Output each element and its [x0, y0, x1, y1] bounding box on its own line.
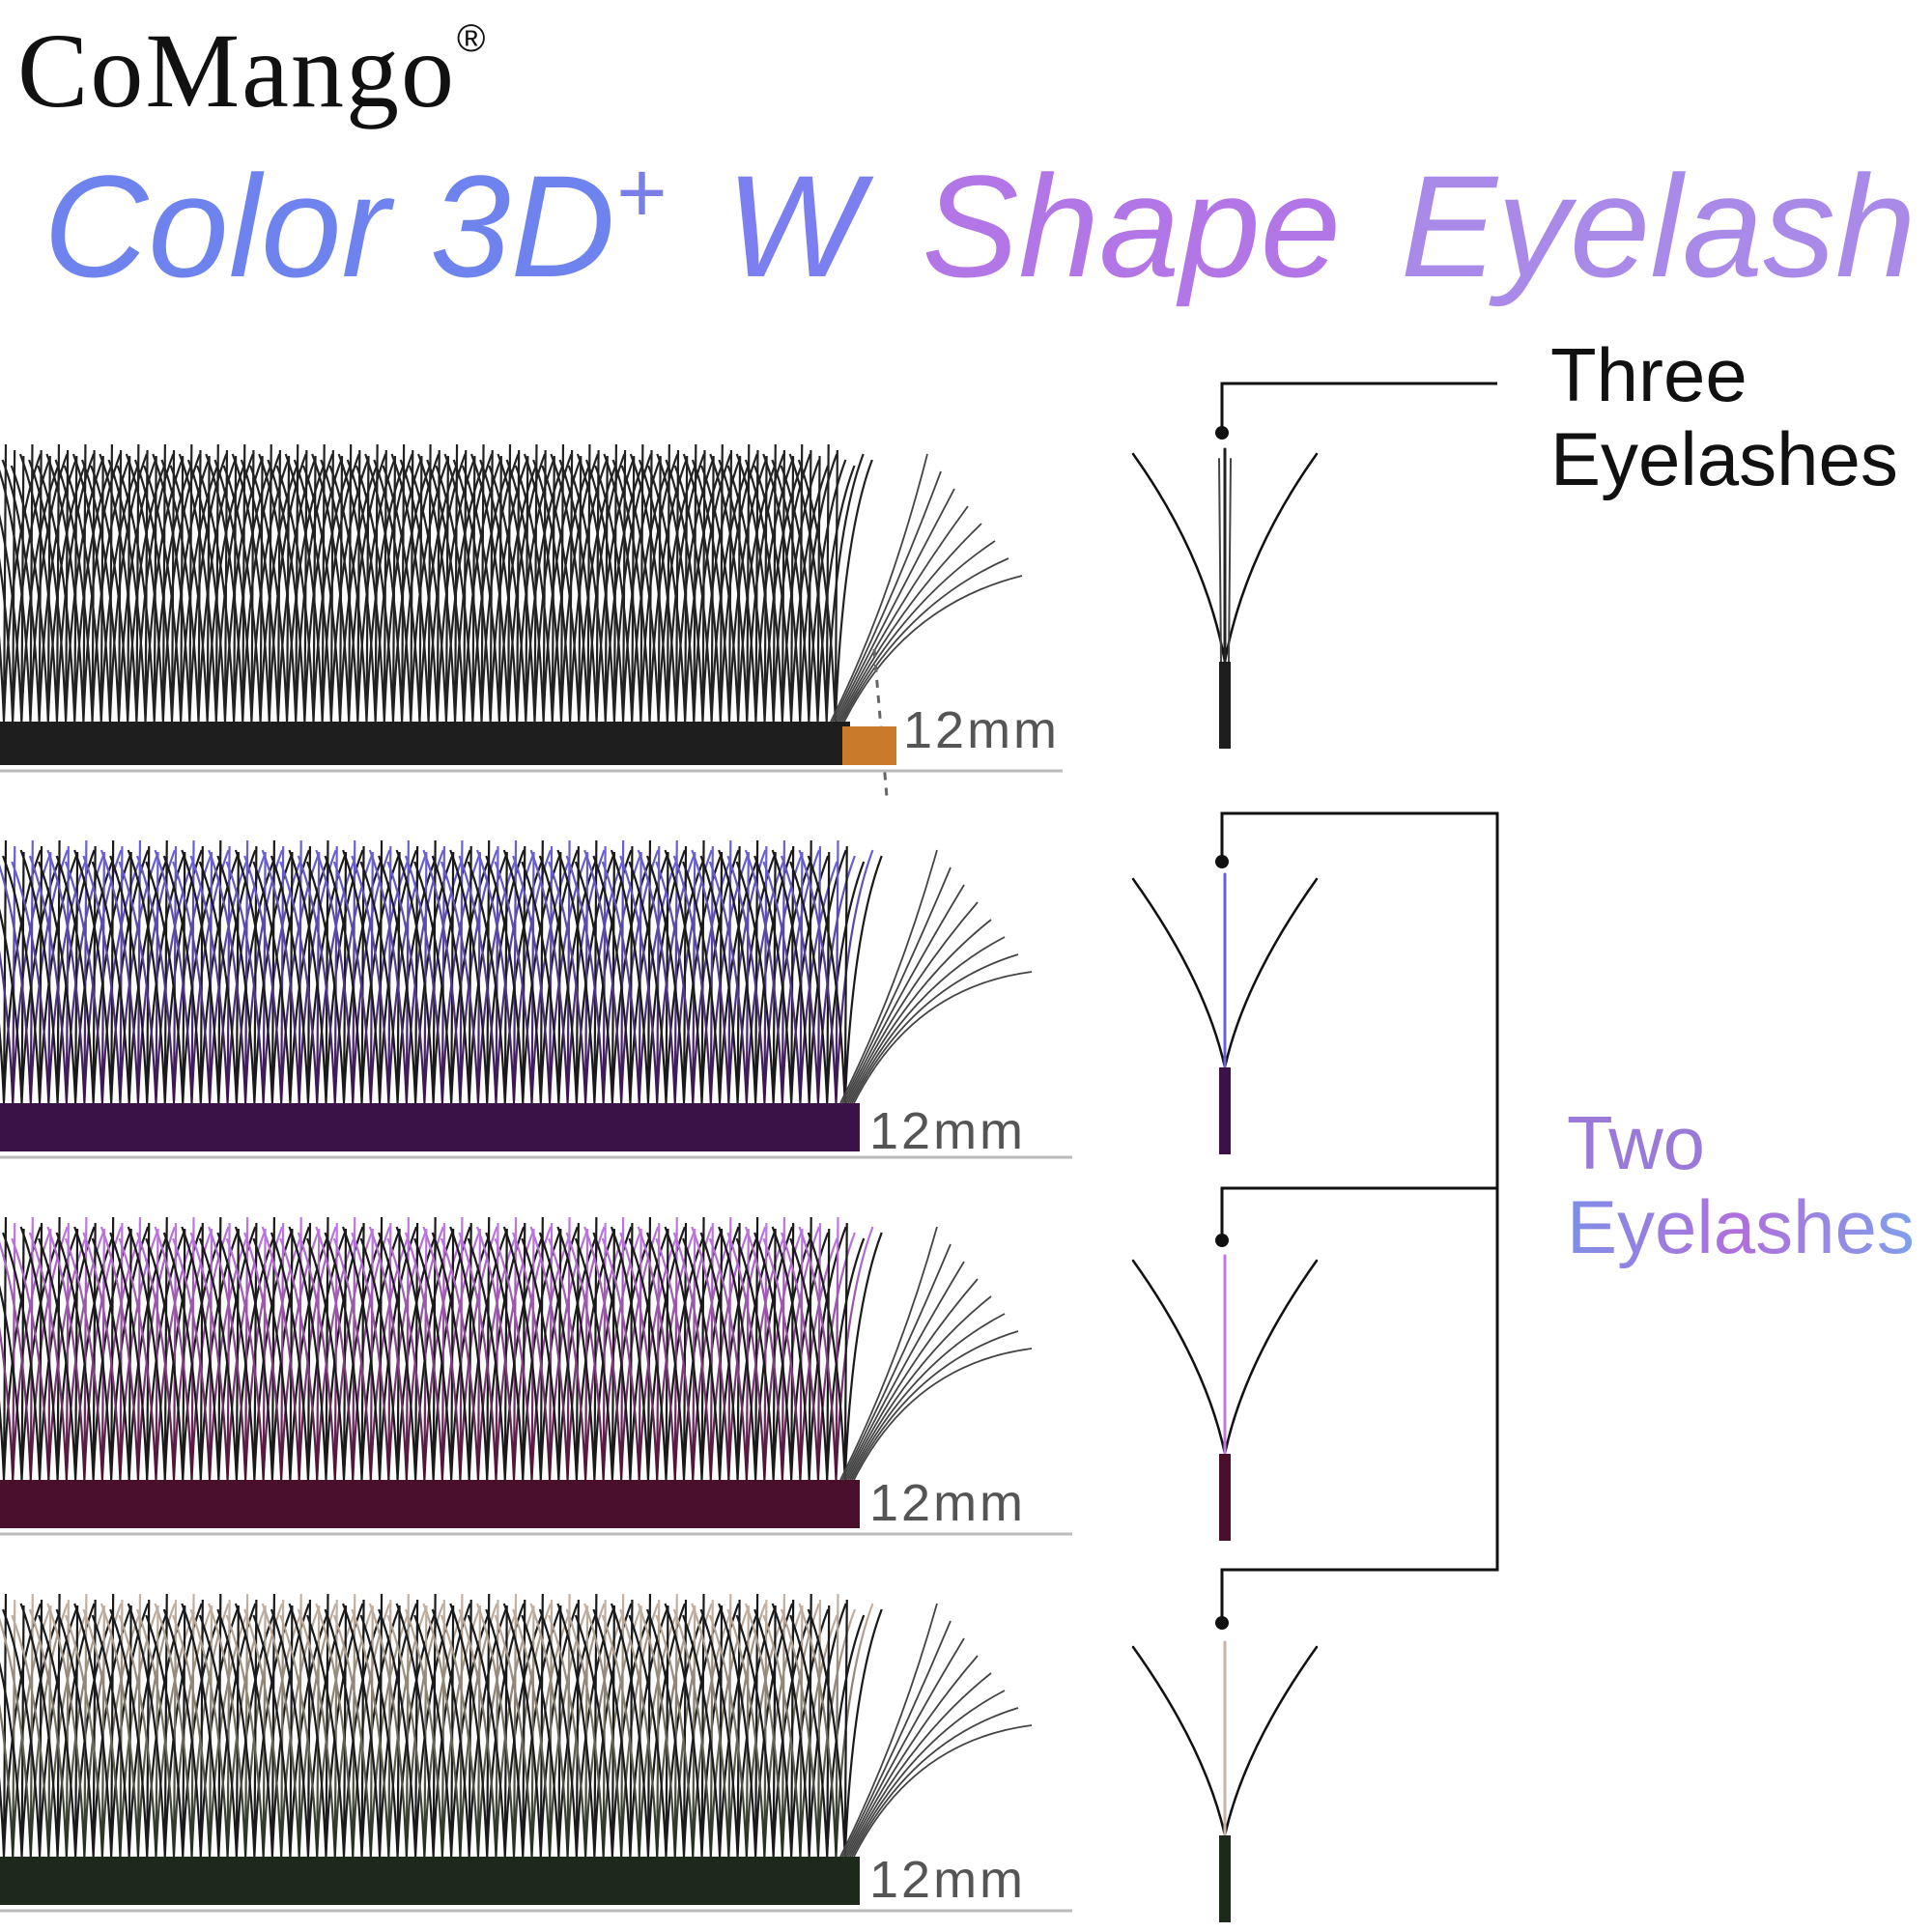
registered-mark: ® — [457, 17, 488, 60]
lash-band-black — [0, 722, 850, 765]
lash-strip-black — [0, 415, 1063, 773]
lash-strip-blue — [0, 811, 1072, 1159]
callout-three-line2: Eyelashes — [1550, 416, 1898, 502]
lash-strip-purple — [0, 1188, 1072, 1536]
brand-name: CoMango — [17, 12, 456, 129]
size-label-2: 12mm — [869, 1102, 1027, 1160]
lash-band-blue — [0, 1103, 860, 1151]
length-tag — [842, 726, 896, 765]
lash-strip-svg-blue — [0, 839, 1072, 1159]
headline-part-1: Color 3D — [43, 145, 615, 307]
headline-plus: + — [614, 145, 667, 242]
single-lash-black — [1131, 447, 1319, 749]
callout-three: Three Eyelashes — [1550, 332, 1898, 502]
size-label-4: 12mm — [869, 1851, 1027, 1909]
lash-strip-brown — [0, 1565, 1072, 1913]
lash-band-brown — [0, 1857, 860, 1905]
headline-part-2: W — [725, 145, 863, 307]
callout-two: Two Eyelashes — [1567, 1100, 1915, 1270]
callout-three-line1: Three — [1550, 332, 1747, 417]
lash-band-purple — [0, 1480, 860, 1528]
marker-dot-3 — [1215, 1234, 1229, 1247]
lash-strip-svg-brown — [0, 1593, 1072, 1913]
lash-strip-svg-purple — [0, 1216, 1072, 1536]
marker-dot-2 — [1215, 855, 1229, 868]
single-lash-purple — [1131, 1254, 1319, 1541]
brand-logo: CoMango ® — [17, 17, 485, 124]
size-label-1: 12mm — [903, 701, 1061, 759]
single-lash-brown — [1131, 1640, 1319, 1922]
marker-dot-4 — [1215, 1616, 1229, 1630]
callout-two-line1: Two — [1567, 1100, 1706, 1185]
headline-part-3: Shape — [922, 145, 1342, 307]
lash-strip-svg-black — [0, 443, 1063, 773]
headline-part-4: Eyelash — [1400, 145, 1917, 307]
marker-dot-1 — [1215, 426, 1229, 440]
connector-lines — [1220, 382, 1499, 1623]
size-label-3: 12mm — [869, 1474, 1027, 1532]
headline: Color 3D+ W Shape Eyelash — [43, 150, 1916, 298]
measure-line — [872, 648, 889, 798]
single-lash-blue — [1131, 872, 1319, 1154]
callout-two-line2: Eyelashes — [1567, 1184, 1915, 1270]
